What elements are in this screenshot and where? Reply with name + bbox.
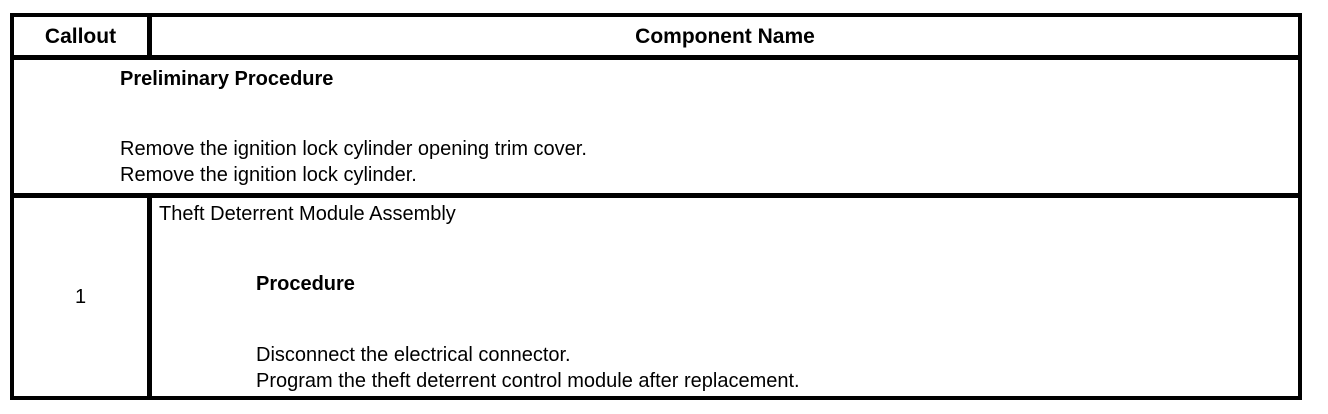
preliminary-procedure-heading: Preliminary Procedure xyxy=(120,68,334,90)
component-row: 1 Theft Deterrent Module Assembly Proced… xyxy=(14,198,1298,396)
component-name-header-label: Component Name xyxy=(635,24,815,48)
preliminary-step: Remove the ignition lock cylinder. xyxy=(120,164,417,186)
callout-header-cell: Callout xyxy=(14,17,152,55)
component-name-header-cell: Component Name xyxy=(152,17,1298,55)
procedure-step: Program the theft deterrent control modu… xyxy=(256,370,800,392)
table-header-row: Callout Component Name xyxy=(14,17,1298,60)
callout-number-cell: 1 xyxy=(14,198,152,396)
preliminary-steps: Remove the ignition lock cylinder openin… xyxy=(120,136,1288,188)
callout-number: 1 xyxy=(74,285,87,308)
callout-header-label: Callout xyxy=(44,24,117,48)
component-name: Theft Deterrent Module Assembly xyxy=(159,203,456,225)
component-detail-cell: Theft Deterrent Module Assembly Procedur… xyxy=(152,198,1298,396)
preliminary-procedure-row: Preliminary Procedure Remove the ignitio… xyxy=(14,60,1298,198)
procedure-step: Disconnect the electrical connector. xyxy=(256,344,571,366)
preliminary-step: Remove the ignition lock cylinder openin… xyxy=(120,138,587,160)
procedure-heading: Procedure xyxy=(256,273,355,295)
callout-component-table: Callout Component Name Preliminary Proce… xyxy=(10,13,1302,400)
procedure-steps: Disconnect the electrical connector. Pro… xyxy=(256,342,1288,394)
